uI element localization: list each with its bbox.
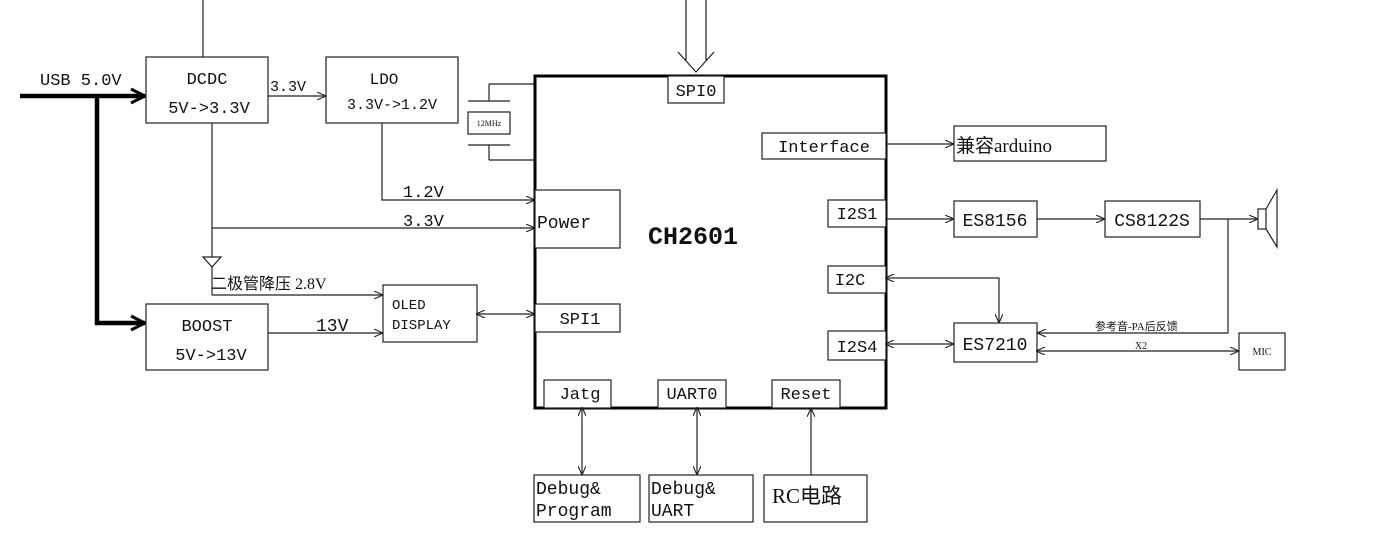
arduino-block: 兼容arduino [953, 125, 1107, 162]
boost-spec: 5V->13V [175, 347, 247, 366]
es7210-label: ES7210 [963, 336, 1028, 356]
diode-label: 二极管降压 2.8V [211, 275, 327, 293]
oled-line2: DISPLAY [392, 318, 451, 334]
port-interface: Interface [761, 132, 887, 160]
port-power: Power [534, 189, 621, 249]
port-jtag-label: Jatg [560, 386, 601, 405]
debug-uart-block: Debug& UART [648, 474, 754, 523]
port-i2c-label: I2C [835, 272, 866, 291]
oled-block: OLED DISPLAY [382, 284, 478, 343]
dcdc-out-label: 3.3V [270, 79, 306, 96]
port-reset-label: Reset [780, 386, 831, 405]
mic-label: MIC [1253, 347, 1272, 358]
port-i2s1-label: I2S1 [837, 206, 878, 225]
port-i2s4: I2S4 [827, 330, 887, 361]
rc-label: RC电路 [772, 484, 842, 508]
port-jtag: Jatg [543, 379, 612, 409]
debug-uart-line1: Debug& [651, 480, 716, 500]
port-power-label: Power [537, 214, 591, 234]
i2c-bus-line [886, 278, 999, 323]
rail-1v2-line [381, 123, 535, 200]
usb-bus [20, 96, 145, 323]
rail-3v3-label: 3.3V [403, 213, 445, 232]
port-i2s1: I2S1 [827, 199, 887, 228]
rail-1v2-label: 1.2V [403, 184, 445, 203]
cs8122s-block: CS8122S [1104, 200, 1201, 238]
chip-name: CH2601 [648, 223, 738, 252]
port-i2s4-label: I2S4 [837, 339, 878, 358]
boost-block: BOOST 5V->13V [145, 303, 269, 371]
port-interface-label: Interface [778, 139, 870, 158]
es7210-block: ES7210 [953, 322, 1038, 363]
spi0-bus [677, 0, 715, 73]
debug-program-block: Debug& Program [533, 474, 641, 523]
diode-icon [201, 256, 223, 295]
boost-title: BOOST [181, 318, 232, 337]
port-uart0: UART0 [657, 379, 727, 409]
ldo-spec: 3.3V->1.2V [347, 97, 437, 114]
mic-block: MIC [1238, 332, 1286, 371]
speaker-icon [1257, 187, 1278, 250]
rc-block: RC电路 [763, 474, 868, 523]
ldo-title: LDO [370, 71, 399, 89]
feedback-label: 参考音-PA后反馈 [1095, 319, 1178, 333]
arduino-label: 兼容arduino [956, 135, 1052, 157]
ldo-block: LDO 3.3V->1.2V [325, 56, 459, 124]
port-spi1: SPI1 [534, 303, 621, 333]
port-uart0-label: UART0 [666, 386, 717, 405]
usb-input-label: USB 5.0V [40, 72, 122, 91]
es8156-block: ES8156 [953, 200, 1038, 238]
debug-program-line2: Program [536, 502, 612, 522]
port-i2c: I2C [827, 265, 887, 294]
crystal-icon [467, 83, 535, 161]
cs8122s-label: CS8122S [1114, 212, 1190, 232]
crystal-label: 12MHz [477, 119, 502, 128]
oled-line1: OLED [392, 298, 426, 314]
debug-program-line1: Debug& [536, 480, 601, 500]
port-reset: Reset [771, 379, 841, 409]
feedback-line [1037, 219, 1229, 333]
es8156-label: ES8156 [963, 212, 1028, 232]
port-spi1-label: SPI1 [560, 311, 601, 330]
debug-uart-line2: UART [651, 502, 694, 522]
boost-out-label: 13V [316, 317, 349, 337]
mic-count: X2 [1135, 341, 1147, 352]
dcdc-title: DCDC [187, 71, 228, 90]
dcdc-spec: 5V->3.3V [168, 100, 250, 119]
port-spi0-label: SPI0 [676, 83, 717, 102]
port-spi0: SPI0 [667, 75, 725, 104]
dcdc-block: DCDC 5V->3.3V [145, 56, 269, 124]
